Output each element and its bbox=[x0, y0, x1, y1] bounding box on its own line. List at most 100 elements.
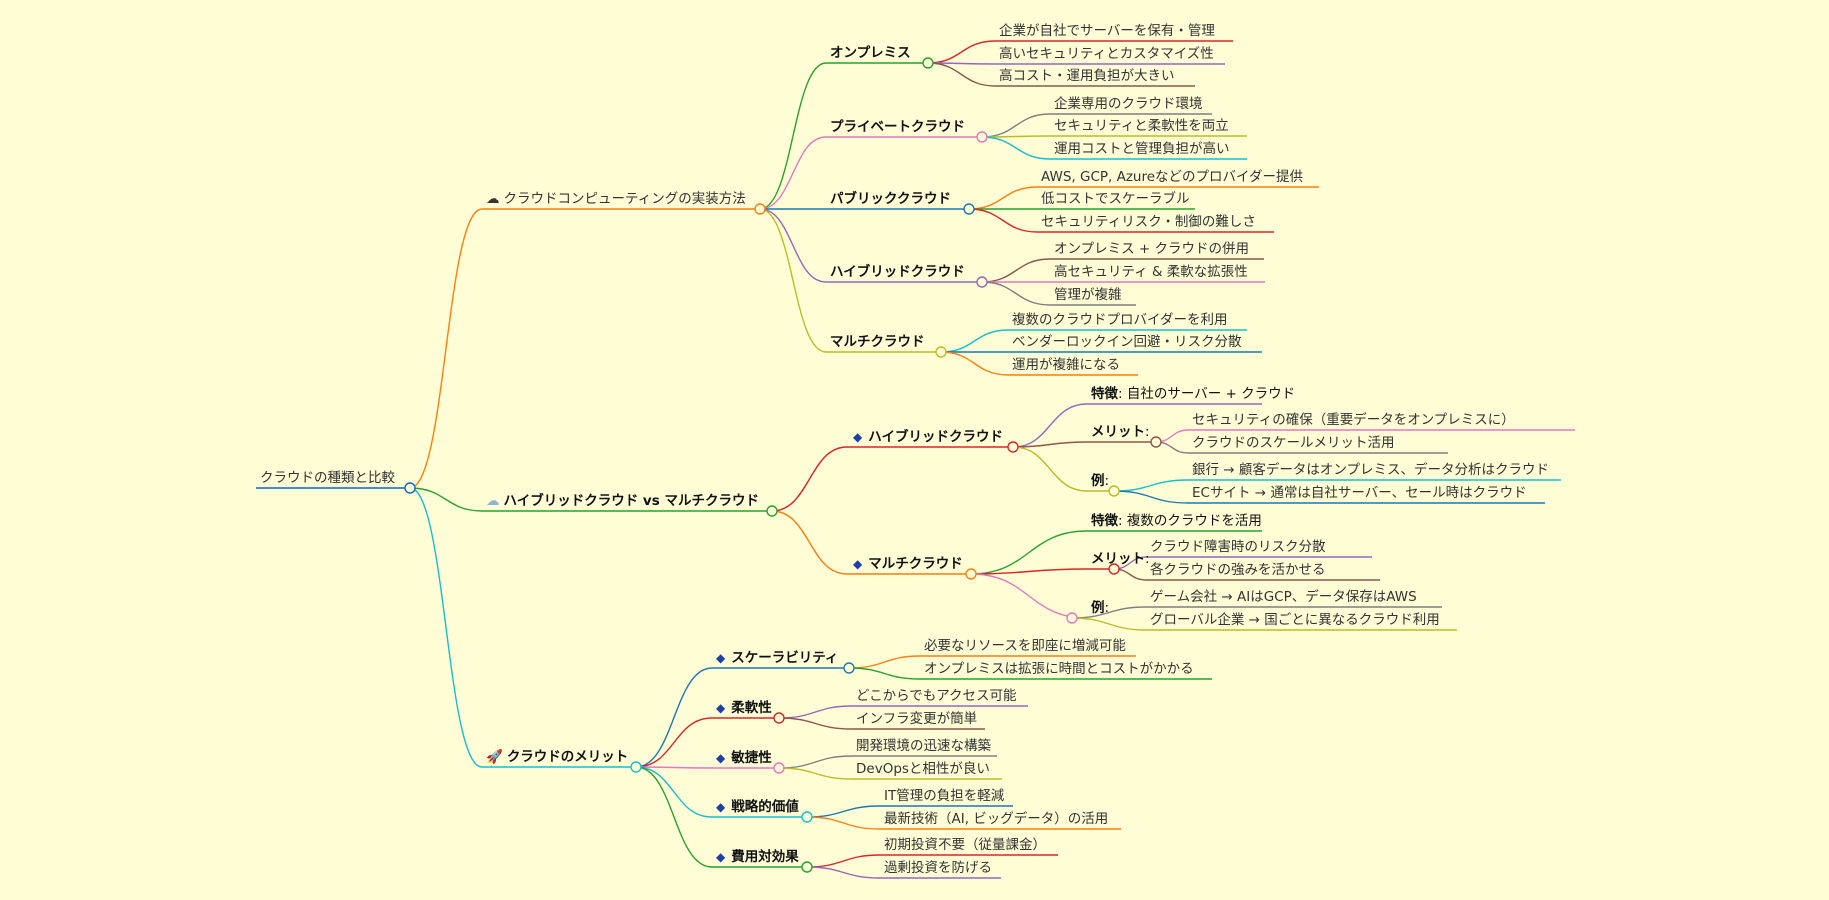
merit-flex-leaf-0-text: どこからでもアクセス可能 bbox=[856, 688, 1017, 704]
vs-hybrid-merit-edge bbox=[1012, 441, 1088, 448]
vs-hybrid-example-leaf-1-text: ECサイト → 通常は自社サーバー、セール時はクラウド bbox=[1192, 485, 1527, 501]
section-merits: 🚀クラウドのメリット bbox=[486, 748, 628, 766]
vs-hybrid-example-leaf-0: 銀行 → 顧客データはオンプレミス、データ分析はクラウド bbox=[1192, 461, 1549, 479]
vs-multi-merit-edge bbox=[970, 568, 1088, 575]
vs-hybrid-feature-edge bbox=[1012, 403, 1088, 448]
merit-cost-leaf-0-text: 初期投資不要（従量課金） bbox=[884, 837, 1046, 853]
vs-hybrid-example-node[interactable] bbox=[1108, 485, 1120, 497]
section-impl-node[interactable] bbox=[754, 203, 766, 215]
vs-multi-feature-edge bbox=[970, 530, 1088, 575]
vs-multi-merit-leaf-0: クラウド障害時のリスク分散 bbox=[1150, 538, 1326, 556]
merit-cost-edge bbox=[635, 766, 713, 868]
vs-multi-feature-suffix: : 複数のクラウドを活用 bbox=[1118, 513, 1262, 529]
merit-flex-leaf-0: どこからでもアクセス可能 bbox=[856, 687, 1017, 705]
impl-private-edge bbox=[759, 136, 827, 210]
merit-cost-node[interactable] bbox=[801, 861, 813, 873]
vs-multi: ◆ マルチクラウド bbox=[853, 555, 963, 573]
vs-multi-example: 例: bbox=[1091, 599, 1109, 617]
impl-onprem-leaf-1-text: 高いセキュリティとカスタマイズ性 bbox=[999, 46, 1214, 62]
merit-agile-leaf-0-text: 開発環境の迅速な構築 bbox=[856, 738, 991, 754]
merit-agile-leaf-1-text: DevOpsと相性が良い bbox=[856, 761, 990, 777]
merit-strat-leaf-1-edge bbox=[806, 816, 881, 830]
vs-hybrid-example-edge bbox=[1012, 446, 1088, 492]
impl-private: プライベートクラウド bbox=[830, 118, 965, 136]
impl-public-node[interactable] bbox=[963, 203, 975, 215]
impl-onprem-node[interactable] bbox=[922, 57, 934, 69]
vs-multi-example-node[interactable] bbox=[1066, 612, 1078, 624]
impl-hybrid-leaf-0: オンプレミス + クラウドの併用 bbox=[1054, 240, 1249, 258]
section-impl: ☁クラウドコンピューティングの実装方法 bbox=[486, 190, 746, 208]
vs-hybrid-node[interactable] bbox=[1007, 441, 1019, 453]
vs-hybrid-feature: 特徴: 自社のサーバー + クラウド bbox=[1091, 385, 1295, 403]
merit-scal-leaf-1-edge bbox=[848, 667, 921, 680]
merit-scal-edge bbox=[635, 667, 713, 768]
impl-hybrid-text: ハイブリッドクラウド bbox=[830, 264, 965, 280]
merit-scal-leaf-1-text: オンプレミスは拡張に時間とコストがかかる bbox=[924, 661, 1194, 677]
merit-scal-node[interactable] bbox=[843, 662, 855, 674]
impl-onprem-leaf-2: 高コスト・運用負担が大きい bbox=[999, 67, 1175, 85]
impl-public-leaf-2-edge bbox=[968, 208, 1038, 233]
vs-multi-node[interactable] bbox=[965, 568, 977, 580]
impl-public-leaf-1: 低コストでスケーラブル bbox=[1041, 190, 1190, 208]
impl-private-leaf-0: 企業専用のクラウド環境 bbox=[1054, 95, 1203, 113]
merit-strat-leaf-0-text: IT管理の負担を軽減 bbox=[884, 788, 1005, 804]
impl-public-leaf-0-text: AWS, GCP, Azureなどのプロバイダー提供 bbox=[1041, 169, 1304, 185]
impl-onprem: オンプレミス bbox=[830, 44, 911, 62]
impl-private-node[interactable] bbox=[976, 131, 988, 143]
diamond-bullet-icon: ◆ bbox=[716, 751, 726, 765]
impl-multi-leaf-1: ベンダーロックイン回避・リスク分散 bbox=[1012, 333, 1242, 351]
root-node: クラウドの種類と比較 bbox=[260, 469, 395, 487]
impl-hybrid-node[interactable] bbox=[976, 276, 988, 288]
merit-agile-leaf-1: DevOpsと相性が良い bbox=[856, 760, 990, 778]
impl-multi-leaf-2-text: 運用が複雑になる bbox=[1012, 357, 1120, 373]
impl-public-text: パブリッククラウド bbox=[830, 191, 951, 207]
diamond-bullet-icon: ◆ bbox=[853, 557, 863, 571]
merit-cost: ◆費用対効果 bbox=[716, 848, 799, 866]
vs-multi-merit-node[interactable] bbox=[1108, 563, 1120, 575]
impl-multi-edge bbox=[759, 208, 827, 353]
impl-onprem-text: オンプレミス bbox=[830, 45, 911, 61]
impl-multi-text: マルチクラウド bbox=[830, 334, 925, 350]
merit-agile-node[interactable] bbox=[773, 762, 785, 774]
impl-private-leaf-1-text: セキュリティと柔軟性を両立 bbox=[1054, 118, 1229, 134]
merit-agile-leaf-1-edge bbox=[778, 767, 853, 780]
merit-scal-leaf-0: 必要なリソースを即座に増減可能 bbox=[924, 637, 1126, 655]
section-vs: ☁ハイブリッドクラウド vs マルチクラウド bbox=[486, 492, 759, 510]
vs-multi-text: マルチクラウド bbox=[868, 556, 963, 572]
merit-cost-text: 費用対効果 bbox=[731, 849, 799, 865]
vs-hybrid-feature-suffix: : 自社のサーバー + クラウド bbox=[1118, 386, 1296, 402]
vs-multi-example-suffix: : bbox=[1104, 600, 1110, 616]
impl-multi-node[interactable] bbox=[935, 346, 947, 358]
merit-flex-text: 柔軟性 bbox=[731, 700, 772, 716]
merit-flex-node[interactable] bbox=[773, 712, 785, 724]
section-impl-edge bbox=[409, 208, 483, 489]
vs-hybrid-merit-node[interactable] bbox=[1150, 436, 1162, 448]
impl-multi-leaf-0: 複数のクラウドプロバイダーを利用 bbox=[1012, 311, 1227, 329]
section-merits-node[interactable] bbox=[630, 761, 642, 773]
impl-public-leaf-2-text: セキュリティリスク・制御の難しさ bbox=[1041, 214, 1256, 230]
vs-hybrid-text: ハイブリッドクラウド bbox=[868, 429, 1003, 445]
impl-private-leaf-2: 運用コストと管理負担が高い bbox=[1054, 140, 1230, 158]
root-node-node[interactable] bbox=[404, 482, 416, 494]
merit-flex: ◆柔軟性 bbox=[716, 699, 772, 717]
section-vs-node[interactable] bbox=[766, 505, 778, 517]
impl-private-leaf-1: セキュリティと柔軟性を両立 bbox=[1054, 117, 1229, 135]
vs-hybrid-edge bbox=[771, 446, 848, 512]
vs-hybrid-merit: メリット: bbox=[1091, 423, 1150, 441]
impl-private-leaf-2-edge bbox=[981, 136, 1051, 160]
impl-multi-leaf-2: 運用が複雑になる bbox=[1012, 356, 1120, 374]
merit-agile-text: 敏捷性 bbox=[731, 750, 772, 766]
vs-hybrid-merit-text: メリット bbox=[1091, 424, 1145, 440]
merit-scal-leaf-1: オンプレミスは拡張に時間とコストがかかる bbox=[924, 660, 1194, 678]
impl-onprem-leaf-1: 高いセキュリティとカスタマイズ性 bbox=[999, 45, 1214, 63]
impl-onprem-leaf-2-edge bbox=[927, 62, 996, 87]
impl-private-text: プライベートクラウド bbox=[830, 119, 965, 135]
impl-hybrid-leaf-1-text: 高セキュリティ & 柔軟な拡張性 bbox=[1054, 264, 1248, 280]
vs-multi-merit: メリット: bbox=[1091, 550, 1150, 568]
merit-strat-node[interactable] bbox=[801, 811, 813, 823]
vs-multi-merit-text: メリット bbox=[1091, 551, 1145, 567]
impl-onprem-leaf-0: 企業が自社でサーバーを保有・管理 bbox=[999, 22, 1215, 40]
impl-multi-leaf-0-text: 複数のクラウドプロバイダーを利用 bbox=[1012, 312, 1228, 328]
